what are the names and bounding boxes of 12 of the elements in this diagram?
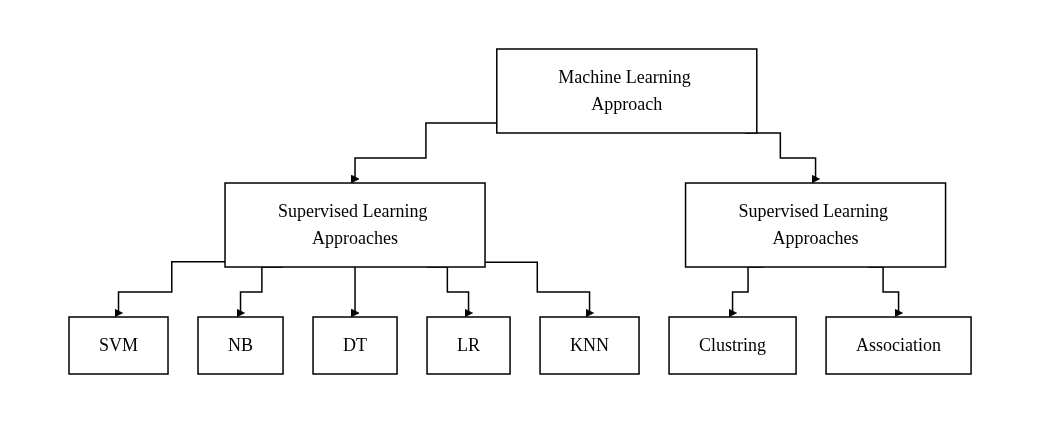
node-box: Supervised Learning Approaches [224,181,487,268]
arrow [351,121,498,183]
node-box: DT [312,315,399,375]
node-box: Supervised Learning Approaches [685,181,947,268]
node-box: NB [197,315,285,375]
node-box: KNN [539,315,641,375]
node-box: Association [825,315,973,375]
node-box: Clustring [668,315,798,375]
node-box: LR [426,315,512,375]
node-box: Machine Learning Approach [496,47,758,134]
node-box: SVM [68,315,170,375]
arrow [351,265,360,317]
